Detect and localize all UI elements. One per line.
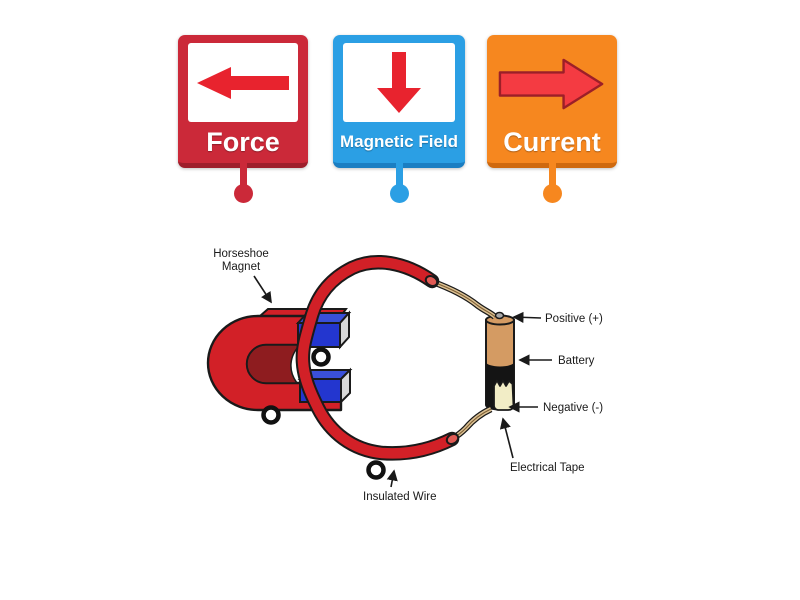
card-label: Magnetic Field [339, 132, 459, 151]
callout-battery-label: Battery [558, 355, 595, 367]
card-pin-dot [233, 184, 253, 203]
card-pin-stem [239, 161, 247, 189]
callout-horseshoe-magnet-line1: Horseshoe [213, 248, 269, 260]
electrical-tape [493, 379, 515, 411]
drop-target-magnetic-field[interactable] [311, 347, 331, 367]
card-pin-stem [395, 161, 403, 189]
left-arrow-icon [197, 66, 289, 99]
card-pin-dot [542, 184, 562, 203]
card-arrow-panel [188, 43, 298, 122]
bare-wire-bottom [451, 406, 493, 441]
card-label: Current [503, 126, 601, 157]
callouts: Horseshoe Magnet Positive (+) Battery Ne… [213, 248, 603, 503]
magnet-inner-shadow [246, 344, 302, 384]
wire-end-top [424, 275, 439, 287]
callout-electrical-tape-label: Electrical Tape [510, 462, 585, 474]
wire-end-bottom [445, 433, 460, 445]
callout-horseshoe-arrow [253, 275, 272, 304]
callout-insulated-wire-label: Insulated Wire [363, 491, 437, 503]
callout-electrical-tape-arrow [499, 417, 514, 459]
card-pin-stem [548, 161, 556, 189]
card-arrow-panel [343, 43, 455, 122]
down-arrow-icon [377, 51, 421, 113]
label-card-magnetic-field[interactable]: Magnetic Field [333, 35, 465, 203]
callout-positive-arrow [512, 311, 542, 323]
callout-negative-label: Negative (-) [543, 402, 603, 414]
insulated-wire-loop [295, 255, 460, 461]
card-label: Force [206, 126, 280, 157]
drop-target-force[interactable] [261, 405, 281, 425]
label-card-force[interactable]: Force [178, 35, 308, 203]
battery [485, 314, 515, 411]
callout-insulated-wire-arrow [386, 469, 398, 488]
right-arrow-icon [498, 58, 604, 110]
bare-wire-top [431, 278, 498, 320]
card-pin-dot [389, 184, 409, 203]
drop-target-current[interactable] [366, 460, 386, 480]
label-card-current[interactable]: Current [487, 35, 617, 203]
battery-terminal [494, 311, 505, 320]
callout-horseshoe-magnet-line2: Magnet [222, 261, 261, 273]
callout-positive-label: Positive (+) [545, 313, 603, 325]
